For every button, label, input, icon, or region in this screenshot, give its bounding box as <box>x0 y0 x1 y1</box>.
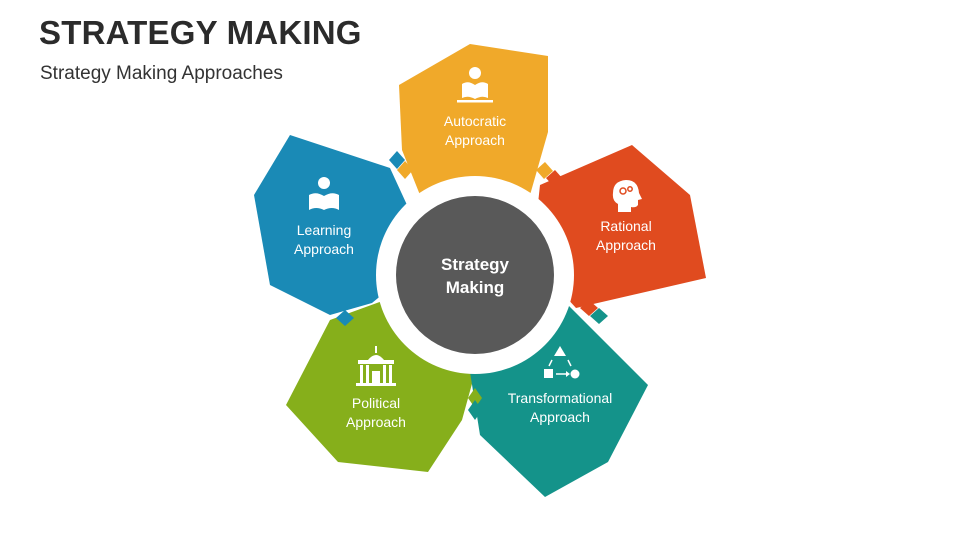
petal-learning-line2: Approach <box>294 241 354 257</box>
petal-autocratic-shape <box>399 44 548 195</box>
page-subtitle: Strategy Making Approaches <box>40 63 283 84</box>
capitol-building-icon <box>356 346 396 386</box>
center-circle <box>396 196 554 354</box>
petal-rational-line2: Approach <box>596 237 656 253</box>
petal-learning-line1: Learning <box>297 222 352 238</box>
center-title-line2: Making <box>446 278 505 297</box>
petal-rational-shape <box>532 145 706 308</box>
petal-rational-line1: Rational <box>600 218 651 234</box>
reader-icon <box>457 67 493 103</box>
petal-political-line2: Approach <box>346 414 406 430</box>
connector-rational-transformational <box>580 300 608 324</box>
head-gears-icon <box>612 180 642 212</box>
petal-autocratic-line2: Approach <box>445 132 505 148</box>
student-book-icon <box>309 177 339 210</box>
center-title-line1: Strategy <box>441 255 510 274</box>
petal-transformational-line2: Approach <box>530 409 590 425</box>
petal-transformational-line1: Transformational <box>508 390 613 406</box>
connector-learning-autocratic <box>389 151 413 179</box>
petal-rational: Rational Approach <box>532 145 706 308</box>
process-shapes-icon <box>544 346 580 379</box>
connector-autocratic-rational <box>536 162 563 187</box>
petal-political-line1: Political <box>352 395 400 411</box>
connector-political-learning <box>336 310 364 334</box>
petal-autocratic: Autocratic Approach <box>399 44 548 195</box>
page-title: STRATEGY MAKING <box>39 14 362 51</box>
connector-transformational-political <box>468 388 482 420</box>
petal-autocratic-line1: Autocratic <box>444 113 506 129</box>
